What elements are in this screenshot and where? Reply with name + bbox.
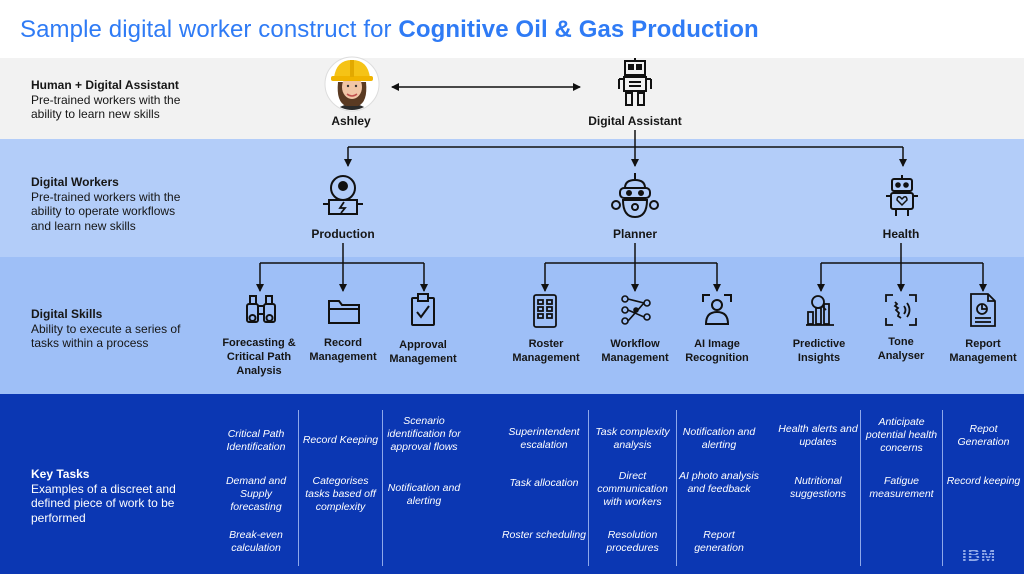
task-item: AI photo analysis and feedback (679, 470, 759, 495)
task-column-workflow-management: Task complexity analysis Direct communic… (589, 408, 676, 566)
robot-icon (617, 58, 653, 108)
task-item: Scenario identification for approval flo… (387, 415, 461, 453)
row-label-digital-workers: Digital Workers Pre-trained workers with… (31, 175, 211, 233)
task-item: Nutritional suggestions (789, 475, 847, 500)
task-column-forecasting: Critical Path Identification Demand and … (214, 408, 298, 566)
health-robot-icon (884, 174, 920, 218)
task-item: Anticipate potential health concerns (865, 416, 938, 454)
row-description: Pre-trained workers with the ability to … (31, 189, 181, 233)
planner-robot-icon (610, 172, 660, 220)
binoculars-icon (244, 294, 278, 326)
worker-name-production: Production (311, 227, 375, 241)
clipboard-check-icon (409, 293, 437, 327)
digital-workers-band (0, 139, 1024, 257)
task-divider (382, 410, 383, 566)
face-scan-icon (702, 294, 732, 326)
task-column-ai-image-recognition: Notification and alerting AI photo analy… (677, 408, 761, 566)
task-item: Critical Path Identification (226, 428, 286, 453)
task-column-predictive-insights: Health alerts and updates Nutritional su… (776, 408, 860, 566)
report-icon (970, 293, 996, 327)
task-item: Report generation (694, 529, 744, 554)
task-item: Notification and alerting (387, 482, 461, 507)
human-name: Ashley (331, 114, 371, 128)
chart-magnifier-icon (805, 294, 835, 326)
row-description: Examples of a discreet and defined piece… (31, 481, 176, 525)
row-label-key-tasks: Key Tasks Examples of a discreet and def… (31, 467, 211, 525)
skill-label-ai-image-recognition: AI Image Recognition (685, 338, 749, 364)
assistant-name: Digital Assistant (588, 114, 682, 128)
task-column-approval-management: Scenario identification for approval flo… (383, 408, 465, 566)
title-prefix: Sample digital worker construct for (20, 16, 399, 43)
row-heading: Key Tasks (31, 467, 90, 481)
skill-label-roster-management: Roster Management (512, 338, 580, 364)
skill-label-forecasting: Forecasting & Critical Path Analysis (222, 337, 296, 377)
task-item: Task allocation (509, 477, 579, 489)
row-description: Pre-trained workers with the ability to … (31, 92, 181, 122)
voice-scan-icon (885, 294, 917, 326)
task-item: Fatigue measurement (869, 475, 934, 500)
workflow-icon (619, 294, 653, 326)
task-item: Repot Generation (957, 423, 1010, 448)
task-item: Break-even calculation (229, 529, 283, 554)
task-divider (298, 410, 299, 566)
task-column-roster-management: Superintendent escalation Task allocatio… (500, 408, 588, 566)
row-heading: Digital Skills (31, 307, 103, 321)
production-robot-icon (320, 172, 366, 218)
worker-avatar-icon (324, 56, 380, 112)
skill-label-predictive-insights: Predictive Insights (792, 338, 846, 364)
task-item: Superintendent escalation (508, 426, 580, 451)
task-item: Record Keeping (302, 434, 379, 446)
task-item: Categorises tasks based off complexity (305, 475, 376, 513)
task-column-tone-analyser: Anticipate potential health concerns Fat… (861, 408, 942, 566)
digital-skills-band (0, 257, 1024, 394)
task-divider (676, 410, 677, 566)
skill-label-report-management: Report Management (949, 338, 1017, 364)
task-item: Health alerts and updates (778, 423, 858, 448)
row-heading: Human + Digital Assistant (31, 78, 179, 92)
title-emphasis: Cognitive Oil & Gas Production (398, 16, 759, 43)
task-item: Notification and alerting (682, 426, 756, 451)
calendar-grid-icon (533, 294, 557, 328)
row-label-human-assistant: Human + Digital Assistant Pre-trained wo… (31, 78, 211, 122)
task-item: Task complexity analysis (595, 426, 670, 451)
task-item: Record keeping (946, 475, 1021, 487)
task-divider (860, 410, 861, 566)
ibm-logo: IBM (962, 546, 997, 565)
worker-name-health: Health (882, 227, 920, 241)
skill-label-workflow-management: Workflow Management (601, 338, 669, 364)
row-heading: Digital Workers (31, 175, 119, 189)
skill-label-tone-analyser: Tone Analyser (877, 336, 925, 362)
task-item: Direct communication with workers (597, 470, 668, 508)
row-label-digital-skills: Digital Skills Ability to execute a seri… (31, 307, 211, 351)
task-item: Resolution procedures (606, 529, 659, 554)
page-title: Sample digital worker construct for Cogn… (20, 16, 759, 44)
task-item: Demand and Supply forecasting (225, 475, 287, 513)
skill-label-record-management: Record Management (309, 337, 377, 363)
task-item: Roster scheduling (501, 529, 587, 541)
worker-name-planner: Planner (612, 227, 658, 241)
task-divider (588, 410, 589, 566)
task-divider (942, 410, 943, 566)
skill-label-approval-management: Approval Management (389, 339, 457, 365)
human-assistant-band (0, 58, 1024, 139)
row-description: Ability to execute a series of tasks wit… (31, 321, 181, 351)
task-column-report-management: Repot Generation Record keeping (943, 408, 1024, 566)
title-band (0, 0, 1024, 58)
folder-icon (327, 297, 361, 325)
key-tasks-band (0, 394, 1024, 574)
task-column-record-management: Record Keeping Categorises tasks based o… (299, 408, 382, 566)
